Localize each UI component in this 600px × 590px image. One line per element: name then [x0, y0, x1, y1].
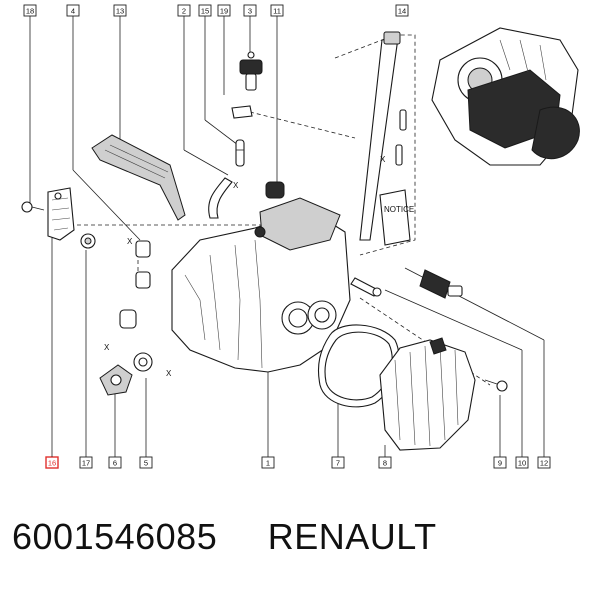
- callout-12: 12: [537, 456, 551, 469]
- callout-13: 13: [113, 4, 127, 17]
- callout-6: 6: [108, 456, 122, 469]
- callout-11: 11: [270, 4, 284, 17]
- callout-10-label: 10: [518, 459, 526, 468]
- axis-mark-x: X: [233, 181, 239, 190]
- part-9-bolt: [484, 379, 508, 392]
- part-6-flange: [99, 364, 133, 396]
- part-12-switch: [419, 269, 463, 299]
- assembled-gearbox-inset: [431, 27, 580, 166]
- part-4-bushings: [119, 240, 151, 329]
- part-14-dipstick: [359, 31, 407, 241]
- callout-15-label: 15: [201, 7, 209, 16]
- callout-12-label: 12: [540, 459, 548, 468]
- part-11-sleeve: [265, 181, 285, 199]
- part-2-hose: [208, 177, 233, 219]
- callout-2: 2: [177, 4, 191, 17]
- brand-name: RENAULT: [267, 516, 437, 557]
- callout-18: 18: [23, 4, 37, 17]
- callout-4: 4: [66, 4, 80, 17]
- callout-19: 19: [217, 4, 231, 17]
- part-7-gasket: [317, 324, 400, 408]
- part-15-connector: [235, 139, 245, 167]
- callout-3-label: 3: [248, 7, 252, 16]
- callout-7: 7: [331, 456, 345, 469]
- booklet-label: NOTICE: [384, 205, 414, 214]
- callout-4-label: 4: [71, 7, 75, 16]
- callout-14: 14: [395, 4, 409, 17]
- notice-booklet: NOTICE: [379, 189, 414, 246]
- part-17-nut: [80, 233, 96, 249]
- part-10-bolt: [350, 277, 382, 297]
- callout-3: 3: [243, 4, 257, 17]
- callout-2-label: 2: [182, 7, 186, 16]
- part-3-sensor: [239, 51, 263, 91]
- callout-5: 5: [139, 456, 153, 469]
- callout-9: 9: [493, 456, 507, 469]
- exploded-parts-diagram: 18 4 13 2 15 19 3 11 14 16 17 6: [21, 4, 580, 469]
- bolt-icon: [21, 201, 45, 213]
- callout-1-label: 1: [266, 459, 270, 468]
- part-8-rear-cover: [379, 337, 476, 451]
- axis-mark-x: X: [380, 155, 386, 164]
- part-13-guide-tube: [91, 134, 186, 221]
- callout-16: 16: [45, 456, 59, 469]
- callout-8-label: 8: [383, 459, 387, 468]
- callout-8: 8: [378, 456, 392, 469]
- callout-16-label: 16: [48, 459, 56, 468]
- callout-6-label: 6: [113, 459, 117, 468]
- callout-19-label: 19: [220, 7, 228, 16]
- callout-14-label: 14: [398, 7, 406, 16]
- axis-mark-x: X: [127, 237, 133, 246]
- part-18-bracket: [47, 187, 75, 241]
- part-number: 6001546085: [12, 516, 218, 557]
- callout-17-label: 17: [82, 459, 90, 468]
- axis-mark-x: X: [104, 343, 110, 352]
- part-5-seal-ring: [133, 352, 153, 372]
- callout-9-label: 9: [498, 459, 502, 468]
- callout-13-label: 13: [116, 7, 124, 16]
- part-19-clip: [231, 105, 253, 119]
- callout-7-label: 7: [336, 459, 340, 468]
- callout-18-label: 18: [26, 7, 34, 16]
- callout-11-label: 11: [273, 7, 281, 16]
- callout-15: 15: [198, 4, 212, 17]
- callout-17: 17: [79, 456, 93, 469]
- callout-10: 10: [515, 456, 529, 469]
- axis-mark-x: X: [166, 369, 172, 378]
- caption: 6001546085 RENAULT: [12, 516, 437, 558]
- callout-5-label: 5: [144, 459, 148, 468]
- part-1-gearbox-housing: [171, 197, 351, 373]
- callout-1: 1: [261, 456, 275, 469]
